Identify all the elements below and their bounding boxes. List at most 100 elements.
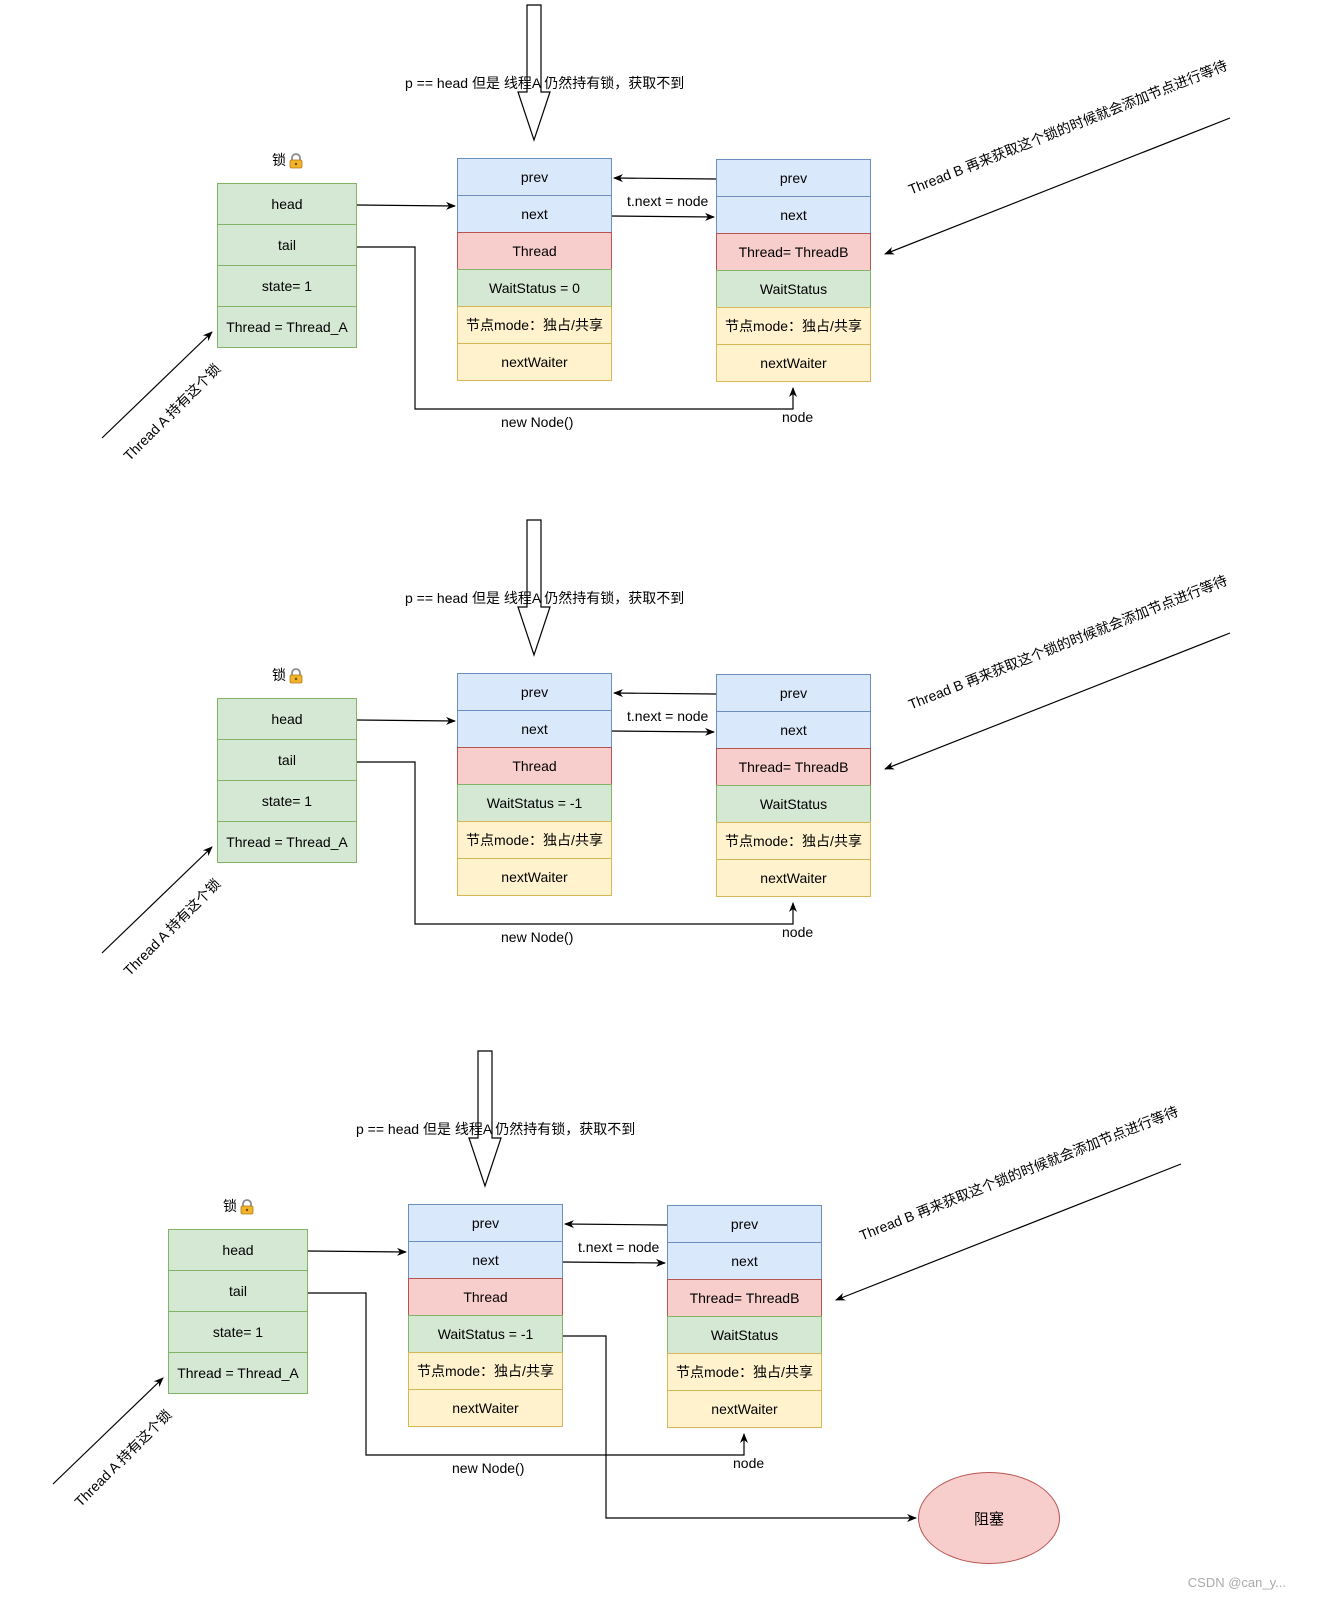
lock-field: head [217,698,357,740]
condition-label: p == head 但是 线程A 仍然持有锁，获取不到 [356,1121,636,1137]
link-label: t.next = node [627,193,709,209]
lock-field: Thread = Thread_A [217,306,357,348]
connector-lines [101,519,1231,954]
big-down-arrow [517,4,551,142]
head-node-field: prev [457,673,612,711]
tail-pointer-arrow [308,1292,748,1456]
head-node-field: Thread [457,232,612,270]
tail-pointer-arrow [357,246,797,410]
head-node-field: WaitStatus = -1 [408,1315,563,1353]
lock-title-text: 锁 [272,152,286,168]
lock-field: state= 1 [217,780,357,822]
big-down-arrow [517,519,551,657]
thread-b-arrow [884,117,1231,255]
blocked-label: 阻塞 [973,1510,1004,1528]
head-node-field: nextWaiter [408,1389,563,1427]
node-label: node [733,1455,765,1471]
thread-a-arrow [101,331,213,439]
prev-link-arrow [613,174,717,183]
lock-icon [239,1199,254,1215]
lock-title: 锁 [272,150,303,170]
lock-field: head [168,1229,308,1271]
head-node-field: 节点mode：独占/共享 [457,821,612,859]
head-node-field: next [408,1241,563,1279]
thread-b-node-field: prev [716,159,871,197]
lock-field: tail [217,739,357,781]
lock-title: 锁 [223,1196,254,1216]
head-node-field: prev [457,158,612,196]
connector-lines [52,1050,1182,1522]
head-node-field: next [457,710,612,748]
next-link-arrow [610,212,715,221]
condition-label: p == head 但是 线程A 仍然持有锁，获取不到 [405,590,685,606]
thread-b-node-field: 节点mode：独占/共享 [716,307,871,345]
blocked-state-ellipse: 阻塞 [918,1472,1060,1564]
head-node-field: next [457,195,612,233]
next-link-arrow [561,1258,666,1267]
node-label: node [782,409,814,425]
head-pointer-arrow [307,1247,407,1256]
thread-b-node-field: nextWaiter [716,859,871,897]
prev-link-arrow [613,689,717,698]
head-node-field: Thread [408,1278,563,1316]
thread-b-node-field: 节点mode：独占/共享 [716,822,871,860]
head-node-field: prev [408,1204,563,1242]
connector-lines [101,4,1231,439]
lock-field: tail [217,224,357,266]
lock-field: state= 1 [217,265,357,307]
lock-field: head [217,183,357,225]
thread-b-node-field: prev [667,1205,822,1243]
thread-b-node-field: nextWaiter [667,1390,822,1428]
next-link-arrow [610,727,715,736]
lock-title: 锁 [272,665,303,685]
lock-title-text: 锁 [223,1198,237,1214]
thread-b-node-field: next [716,196,871,234]
head-node-field: WaitStatus = 0 [457,269,612,307]
thread-b-arrow [835,1163,1182,1301]
lock-field: Thread = Thread_A [168,1352,308,1394]
thread-b-node-field: WaitStatus [716,270,871,308]
prev-link-arrow [564,1220,668,1229]
thread-b-node-field: next [716,711,871,749]
lock-field: state= 1 [168,1311,308,1353]
waitstatus-to-blocked-arrow [562,1335,917,1522]
condition-label: p == head 但是 线程A 仍然持有锁，获取不到 [405,75,685,91]
node-label: node [782,924,814,940]
watermark: CSDN @can_y... [1187,1575,1286,1590]
head-node-field: 节点mode：独占/共享 [408,1352,563,1390]
new-node-label: new Node() [501,929,574,945]
thread-b-node-field: Thread= ThreadB [716,233,871,271]
new-node-label: new Node() [452,1460,525,1476]
head-node-field: 节点mode：独占/共享 [457,306,612,344]
lock-icon [288,153,303,169]
tail-pointer-arrow [357,761,797,925]
thread-b-node-field: 节点mode：独占/共享 [667,1353,822,1391]
thread-b-node-field: nextWaiter [716,344,871,382]
head-pointer-arrow [356,201,456,210]
lock-field: Thread = Thread_A [217,821,357,863]
big-down-arrow [468,1050,502,1188]
lock-icon [288,668,303,684]
lock-field: tail [168,1270,308,1312]
thread-b-arrow [884,632,1231,770]
head-pointer-arrow [356,716,456,725]
thread-b-node-field: prev [716,674,871,712]
link-label: t.next = node [627,708,709,724]
lock-title-text: 锁 [272,667,286,683]
head-node-field: WaitStatus = -1 [457,784,612,822]
head-node-field: nextWaiter [457,858,612,896]
thread-a-arrow [101,846,213,954]
link-label: t.next = node [578,1239,660,1255]
thread-b-node-field: Thread= ThreadB [716,748,871,786]
